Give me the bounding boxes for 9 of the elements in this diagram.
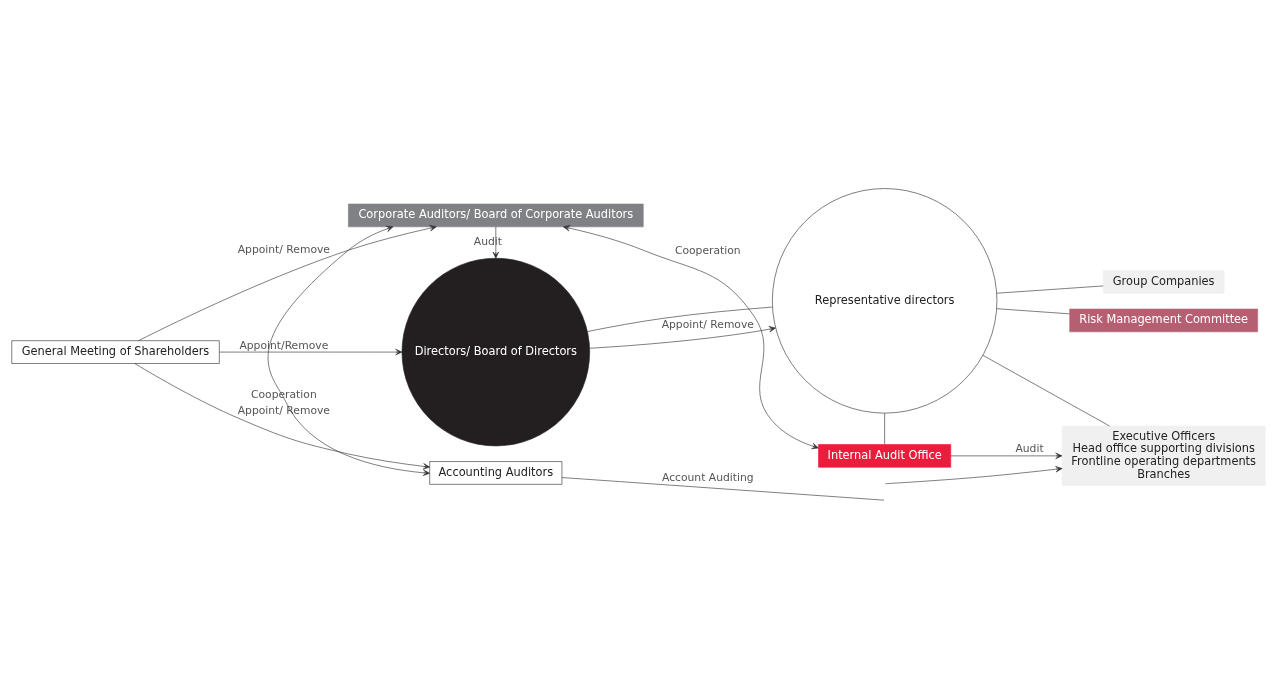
edge-label: Cooperation	[251, 387, 317, 401]
edge-label: Appoint/ Remove	[661, 317, 754, 331]
edge-label: Audit	[473, 234, 503, 248]
edge-label: Appoint/ Remove	[237, 403, 330, 417]
edge-label: Cooperation	[674, 243, 741, 257]
edge-label: Audit	[1015, 441, 1044, 455]
edge-label: Appoint/ Remove	[237, 242, 330, 256]
edge-label: Appoint/Remove	[239, 338, 329, 352]
edge-label: Account Auditing	[661, 470, 754, 484]
